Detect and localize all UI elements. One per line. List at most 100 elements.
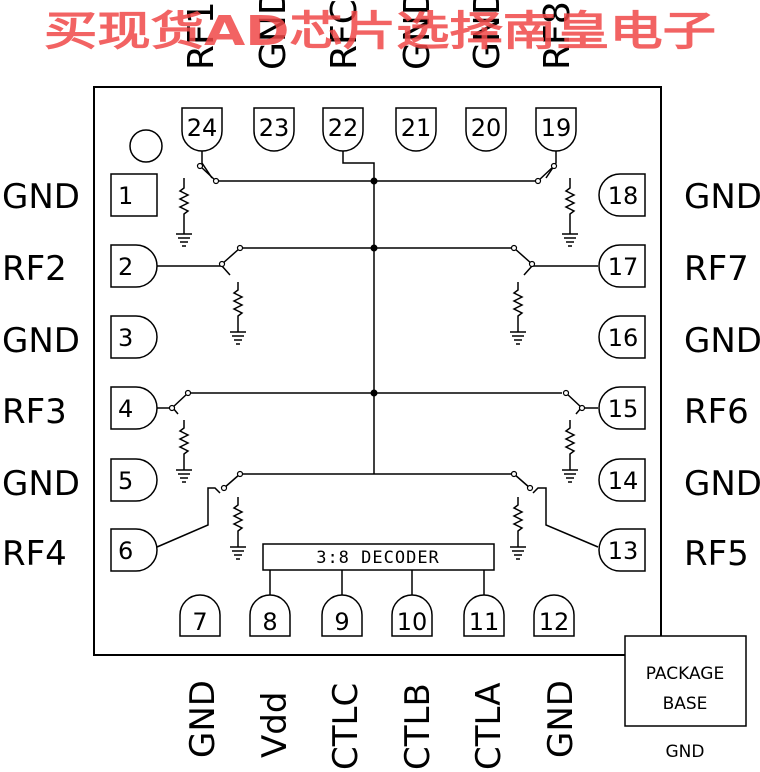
right-label-rf6: RF6 [684, 392, 749, 432]
ground-symbol-rf8 [561, 227, 579, 247]
switch-blade-rf3 [171, 392, 189, 409]
lead-rf5 [532, 487, 599, 548]
top-label-rf8: RF8 [537, 1, 578, 70]
bottom-label-gnd-12: GND [541, 680, 581, 758]
top-label-gnd-20: GND [467, 0, 508, 70]
pin-5-pad [110, 458, 158, 502]
contact-bus4-right [510, 470, 518, 478]
top-label-rfc: RFC [324, 0, 365, 70]
lead-rf7 [523, 265, 598, 276]
bottom-label-ctlc: CTLC [326, 683, 366, 770]
pin-22-pad [322, 107, 364, 152]
pin-9-number: 9 [334, 608, 349, 636]
pin-23-pad [253, 107, 295, 152]
pin-2-number: 2 [118, 253, 133, 281]
left-labels: GND RF2 GND RF3 GND RF4 [2, 177, 80, 574]
package-base-gnd: GND [666, 742, 705, 762]
switch-blade-rf2 [221, 247, 241, 265]
bottom-pin-numbers: 7 8 9 10 11 12 [192, 608, 569, 636]
bottom-label-ctlb: CTLB [398, 683, 438, 770]
contact-points [168, 162, 586, 492]
right-label-rf7: RF7 [684, 249, 749, 289]
package-base-line2: BASE [663, 694, 708, 714]
pin-3-pad [110, 315, 158, 359]
right-label-gnd-18: GND [684, 177, 760, 217]
decoder-label: 3:8 DECODER [316, 548, 440, 568]
pin-17-number: 17 [608, 253, 639, 281]
right-label-gnd-14: GND [684, 464, 760, 504]
resistor-rf1 [178, 178, 190, 228]
pin-12-number: 12 [539, 608, 570, 636]
left-label-gnd-3: GND [2, 321, 80, 361]
resistor-rf7 [512, 282, 524, 326]
pin-1-number: 1 [118, 182, 133, 210]
junction-bus1 [370, 177, 378, 185]
pin-18-number: 18 [608, 182, 639, 210]
contact-bus4-left [236, 470, 244, 478]
pin-10-number: 10 [397, 608, 428, 636]
pin-23-number: 23 [259, 114, 290, 142]
contact-rf7 [528, 260, 536, 268]
resistor-rf2 [232, 282, 244, 326]
resistor-rf4 [232, 497, 244, 541]
ground-symbol-rf3 [175, 463, 193, 483]
right-pins [598, 173, 646, 572]
switch-blade-rf8 [537, 165, 555, 182]
pin-24-pad [181, 107, 223, 152]
switch-blade-rf5 [513, 473, 531, 489]
rfc-trunk [342, 151, 375, 474]
switch-blade-rf1 [199, 165, 217, 182]
pin-16-pad [598, 315, 646, 359]
right-pin-numbers: 18 17 16 15 14 13 [608, 182, 639, 565]
pin-4-number: 4 [118, 395, 133, 423]
pin-6-pad [110, 528, 158, 572]
resistor-rf3 [178, 420, 190, 464]
pin-3-number: 3 [118, 324, 133, 352]
pin-20-pad [465, 107, 507, 152]
pin-4-pad [110, 386, 158, 430]
left-label-gnd-1: GND [2, 177, 80, 217]
pin-14-pad [598, 458, 646, 502]
switch-blade-rf6 [565, 392, 583, 409]
bottom-label-gnd-7: GND [183, 680, 223, 758]
pin-21-number: 21 [401, 114, 432, 142]
contact-rf1 [196, 162, 204, 170]
contact-rf8 [550, 162, 558, 170]
package-base-line1: PACKAGE [646, 664, 724, 684]
junction-dots [370, 177, 378, 397]
top-label-rf1: RF1 [181, 1, 222, 70]
pin-8-number: 8 [262, 608, 277, 636]
pin-11-number: 11 [469, 608, 500, 636]
ground-symbol-rf7 [509, 325, 527, 345]
pin-16-number: 16 [608, 324, 639, 352]
left-pin-numbers: 1 2 3 4 5 6 [118, 182, 133, 565]
pin-12-pad [533, 594, 575, 637]
pin-19-number: 19 [541, 114, 572, 142]
ground-symbol-rf2 [229, 325, 247, 345]
pin-1-pad [110, 173, 158, 217]
left-label-gnd-5: GND [2, 464, 80, 504]
junction-bus3 [370, 389, 378, 397]
pin-9-pad [321, 594, 363, 637]
right-label-rf5: RF5 [684, 534, 749, 574]
chip-body [93, 86, 662, 656]
top-label-gnd-21: GND [397, 0, 438, 70]
pin-5-number: 5 [118, 467, 133, 495]
lead-rf4 [156, 487, 221, 548]
lead-rf1 [201, 151, 213, 179]
lead-rf8 [545, 151, 557, 179]
pin-2-pad [110, 244, 158, 288]
switch-blade-rf4 [223, 473, 241, 489]
pin-13-number: 13 [608, 537, 639, 565]
bottom-label-vdd: Vdd [255, 692, 295, 758]
decoder-leads [269, 570, 485, 595]
ground-symbol-rf6 [561, 463, 579, 483]
contact-rf2 [218, 260, 226, 268]
ground-symbol-rf5 [509, 540, 527, 560]
resistor-rf5 [512, 497, 524, 541]
watermark: 买现货AD芯片选择南皇电子 [44, 7, 716, 55]
ground-symbol-rf1 [175, 227, 193, 247]
pin-10-pad [391, 594, 433, 637]
contact-bus3-left [184, 389, 192, 397]
